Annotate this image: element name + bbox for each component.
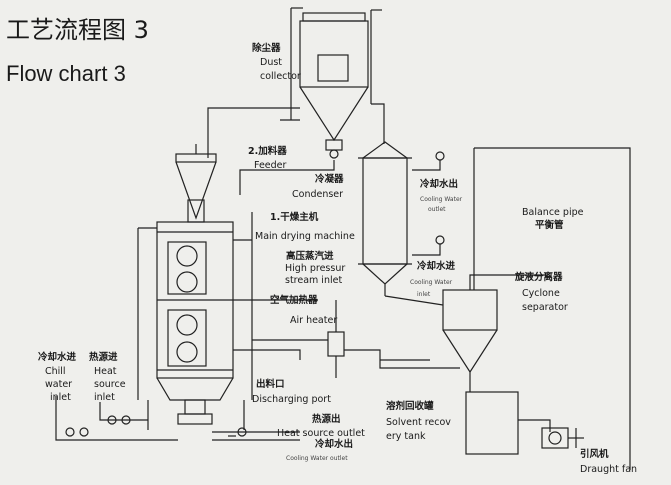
air-heater — [233, 299, 460, 378]
heat-source-inlet-label-en-1: Heat — [94, 366, 117, 377]
heat-source-inlet-label-zh: 热源进 — [89, 352, 118, 363]
cooling-inlet-label-en-1: Cooling Water — [410, 279, 453, 286]
heat-source-outlet-label-zh: 热源出 — [312, 414, 341, 425]
steam-inlet-label-en-1: High pressur — [285, 263, 346, 274]
feeder-label-en: Feeder — [254, 160, 287, 171]
draught-fan — [541, 427, 584, 449]
cyclone-label-en-1: Cyclone — [522, 288, 560, 299]
balance-pipe-label-en: Balance pipe — [522, 207, 584, 218]
title-zh: 工艺流程图 3 — [6, 16, 149, 44]
heat-source-inlet-label-en-3: inlet — [94, 392, 115, 403]
main-drying-label-en: Main drying machine — [255, 231, 355, 242]
solvent-tank-label-zh: 溶剂回收罐 — [386, 401, 434, 412]
solvent-recovery-tank — [465, 390, 551, 455]
balance-pipe-label-zh: 平衡管 — [535, 220, 564, 231]
solvent-tank-label-en-1: Solvent recov — [386, 417, 451, 428]
draught-fan-label-en: Draught fan — [580, 464, 638, 475]
condenser-label-zh: 冷凝器 — [315, 174, 344, 185]
dust-collector-label-zh: 除尘器 — [252, 43, 281, 54]
dust-collector — [290, 7, 382, 159]
chill-water-label-en-2: water — [45, 379, 73, 390]
dust-collector-label-en-1: Dust — [260, 57, 283, 68]
air-heater-label-zh: 空气加热器 — [270, 295, 318, 306]
air-heater-label-en: Air heater — [290, 315, 338, 326]
chill-water-label-en-1: Chill — [45, 366, 66, 377]
cooling-outlet-top-label-en-1: Cooling Water — [420, 196, 463, 203]
steam-inlet-label-en-2: stream inlet — [285, 275, 343, 286]
cooling-outlet-bottom-label-zh: 冷却水出 — [315, 439, 354, 450]
discharge-label-zh: 出料口 — [256, 379, 285, 390]
utility-lines — [55, 396, 300, 441]
cyclone-label-en-2: separator — [522, 302, 568, 313]
heat-source-inlet-label-en-2: source — [94, 379, 126, 390]
feeder-label-zh: 2.加料器 — [248, 146, 287, 157]
cyclone-label-zh: 旋液分离器 — [515, 272, 563, 283]
heat-source-outlet-label-en: Heat source outlet — [277, 428, 365, 439]
chill-water-label-en-3: inlet — [50, 392, 71, 403]
chill-water-label-zh: 冷却水进 — [38, 352, 77, 363]
solvent-tank-label-en-2: ery tank — [386, 431, 426, 442]
main-drying-machine — [137, 212, 253, 430]
cooling-inlet-label-en-2: inlet — [417, 291, 431, 298]
condenser — [358, 141, 445, 296]
feeder — [175, 144, 217, 223]
balance-pipe — [473, 147, 631, 470]
title-en: Flow chart 3 — [6, 61, 126, 86]
vapor-line — [207, 103, 385, 195]
cooling-outlet-bottom-label-en: Cooling Water outlet — [286, 455, 348, 462]
main-drying-label-zh: 1.干燥主机 — [270, 212, 319, 223]
discharge-label-en: Discharging port — [252, 394, 331, 405]
cyclone-separator — [384, 274, 548, 390]
cooling-outlet-top-label-en-2: outlet — [428, 206, 446, 213]
dust-collector-label-en-2: collector — [260, 71, 301, 82]
steam-inlet-label-zh: 高压蒸汽进 — [286, 251, 334, 262]
condenser-label-en: Condenser — [292, 189, 344, 200]
draught-fan-label-zh: 引风机 — [580, 449, 609, 460]
cooling-outlet-top-label-zh: 冷却水出 — [420, 179, 459, 190]
cooling-inlet-label-zh: 冷却水进 — [417, 261, 456, 272]
